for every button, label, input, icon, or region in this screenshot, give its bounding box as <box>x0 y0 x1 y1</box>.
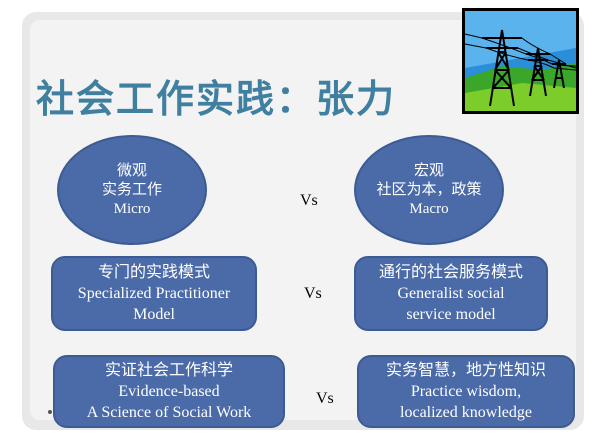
micro-ellipse: 微观 实务工作 Micro <box>57 135 207 245</box>
generalist-label-cn: 通行的社会服务模式 <box>378 264 523 281</box>
micro-label-cn-2: 实务工作 <box>101 181 162 198</box>
bullet-dot <box>48 410 52 414</box>
wisdom-label-en-2: localized knowledge <box>400 404 532 421</box>
evidence-label-cn: 实证社会工作科学 <box>104 362 233 379</box>
generalist-label-en-2: service model <box>406 306 496 323</box>
vs-label-2: Vs <box>304 285 322 302</box>
vs-label-1: Vs <box>300 192 318 209</box>
generalist-model-box: 通行的社会服务模式 Generalist social service mode… <box>354 256 548 331</box>
macro-label-cn-2: 社区为本，政策 <box>376 181 482 198</box>
specialized-model-box: 专门的实践模式 Specialized Practitioner Model <box>51 256 257 331</box>
micro-label-cn: 微观 <box>116 162 147 179</box>
micro-label-en: Micro <box>113 200 151 217</box>
wisdom-label-cn: 实务智慧，地方性知识 <box>385 362 546 379</box>
evidence-label-en: Evidence-based <box>118 383 220 400</box>
evidence-based-box: 实证社会工作科学 Evidence-based A Science of Soc… <box>53 355 285 428</box>
macro-label-cn: 宏观 <box>413 162 444 179</box>
specialized-label-cn: 专门的实践模式 <box>97 264 210 281</box>
practice-wisdom-box: 实务智慧，地方性知识 Practice wisdom, localized kn… <box>357 355 575 428</box>
generalist-label-en: Generalist social <box>397 285 505 302</box>
specialized-label-en-2: Model <box>133 306 175 323</box>
wisdom-label-en: Practice wisdom, <box>410 383 522 400</box>
specialized-label-en: Specialized Practitioner <box>77 285 231 302</box>
macro-label-en: Macro <box>409 200 449 217</box>
slide-title: 社会工作实践：张力 <box>36 77 397 121</box>
macro-ellipse: 宏观 社区为本，政策 Macro <box>354 135 504 245</box>
vs-label-3: Vs <box>316 390 334 407</box>
power-lines-image <box>462 8 579 114</box>
evidence-label-en-2: A Science of Social Work <box>86 404 252 421</box>
